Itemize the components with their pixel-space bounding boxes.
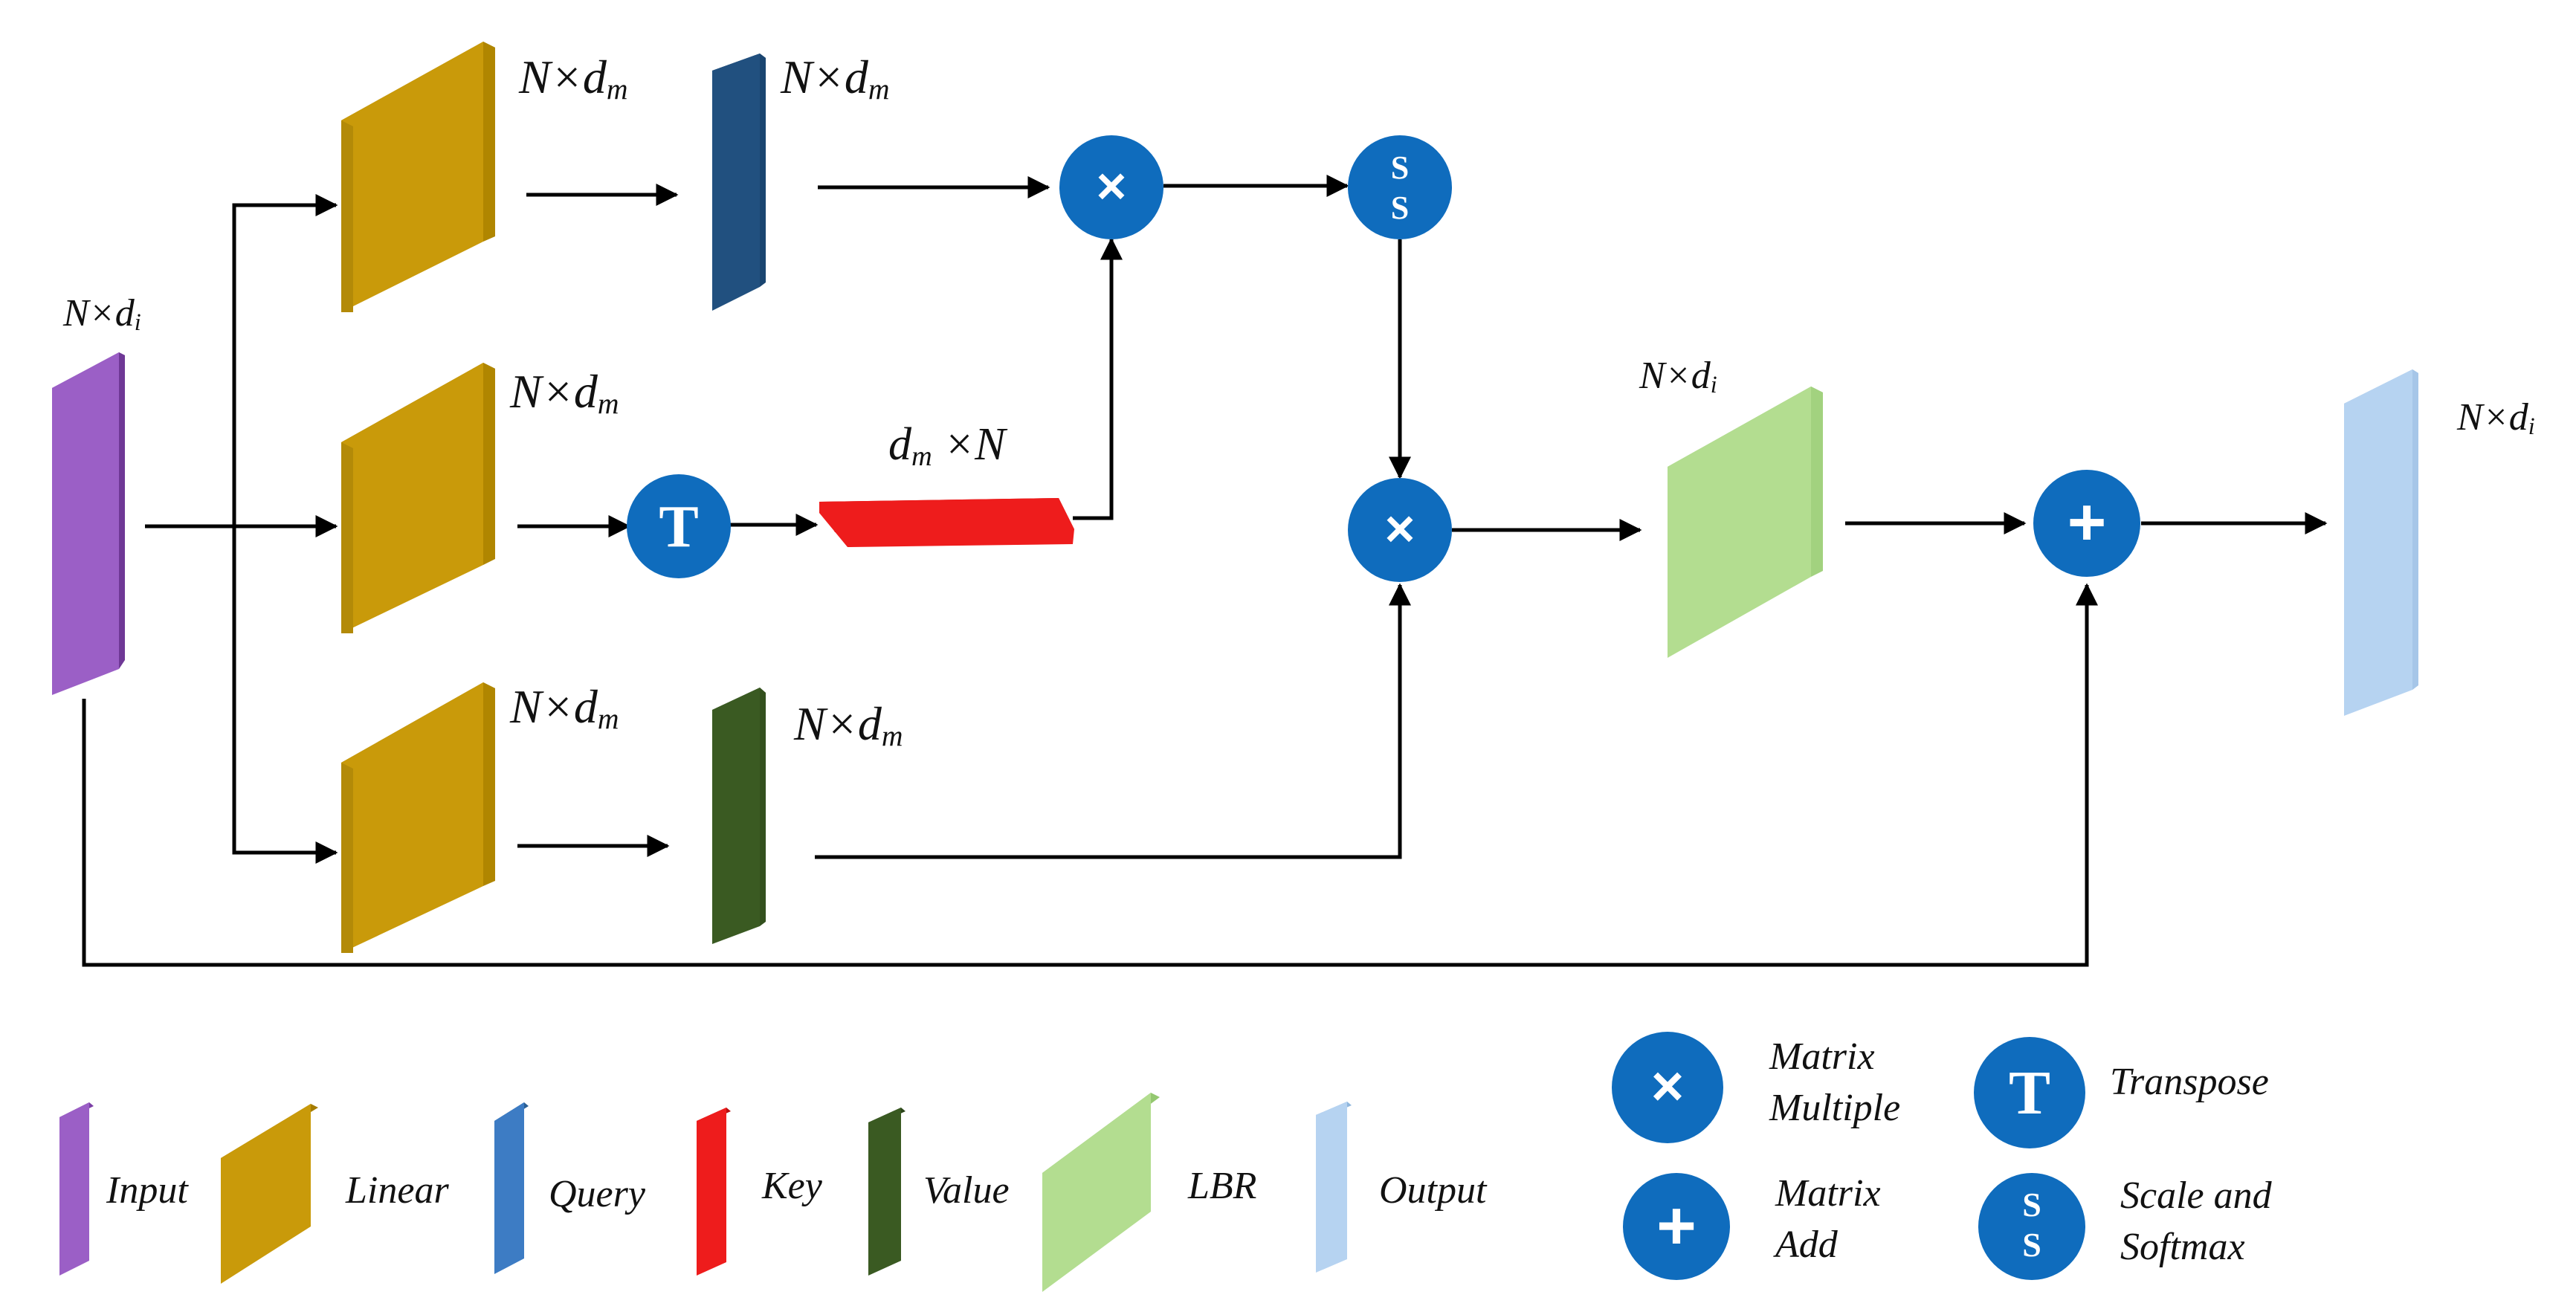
linear-v-block bbox=[341, 682, 495, 953]
scale-softmax-op: S S bbox=[1348, 135, 1452, 239]
output-dim-label: N×di bbox=[2456, 396, 2535, 439]
svg-text:S: S bbox=[2022, 1186, 2041, 1224]
matmul-symbol: × bbox=[1385, 500, 1415, 557]
legend-value-label: Value bbox=[923, 1169, 1010, 1212]
legend-add-icon: + bbox=[1623, 1173, 1730, 1280]
legend-input-swatch bbox=[59, 1102, 94, 1276]
arrow-key-to-matmul1 bbox=[1073, 237, 1123, 520]
legend-key-label: Key bbox=[761, 1165, 823, 1207]
arrow-value-to-matmul2 bbox=[815, 583, 1411, 859]
legend-scale-label-1: Scale and bbox=[2120, 1174, 2273, 1217]
linear-q-dim-label: N×dm bbox=[518, 51, 628, 106]
matmul-op-1: × bbox=[1059, 135, 1163, 239]
softmax-symbol: S bbox=[1391, 190, 1409, 226]
arrow-branch-to-linear-q bbox=[232, 194, 338, 526]
legend-lbr-label: LBR bbox=[1187, 1165, 1256, 1207]
svg-text:S: S bbox=[2022, 1226, 2041, 1264]
legend-query-swatch bbox=[494, 1102, 529, 1274]
matmul-symbol: × bbox=[1097, 157, 1127, 215]
add-symbol: + bbox=[2067, 485, 2107, 560]
legend-matmul-label-1: Matrix bbox=[1769, 1035, 1875, 1078]
value-dim-label: N×dm bbox=[793, 697, 903, 752]
linear-v-dim-label: N×dm bbox=[509, 680, 619, 735]
linear-k-dim-label: N×dm bbox=[509, 365, 619, 420]
legend-output-swatch bbox=[1316, 1102, 1352, 1273]
query-block bbox=[712, 54, 766, 311]
legend-transpose-label: Transpose bbox=[2110, 1061, 2269, 1103]
legend-input-label: Input bbox=[106, 1169, 189, 1212]
legend-linear-swatch bbox=[221, 1104, 318, 1284]
legend-matmul-label-2: Multiple bbox=[1769, 1087, 1900, 1129]
legend-lbr-swatch bbox=[1042, 1093, 1160, 1292]
matmul-op-2: × bbox=[1348, 478, 1452, 582]
legend-linear-label: Linear bbox=[345, 1169, 449, 1212]
linear-q-block bbox=[341, 42, 495, 312]
legend-query-label: Query bbox=[549, 1173, 646, 1215]
legend: Input Linear Query Key Value L bbox=[59, 1032, 2273, 1292]
input-block bbox=[52, 352, 125, 695]
transpose-op: T bbox=[627, 474, 731, 578]
legend-add-label-1: Matrix bbox=[1775, 1172, 1881, 1215]
query-dim-label: N×dm bbox=[780, 51, 890, 106]
key-block bbox=[819, 498, 1074, 547]
scale-symbol: S bbox=[1391, 149, 1409, 186]
legend-scale-softmax-icon: S S bbox=[1978, 1173, 2085, 1280]
add-op: + bbox=[2033, 470, 2140, 577]
input-dim-label: N×di bbox=[62, 292, 141, 335]
svg-text:×: × bbox=[1651, 1055, 1684, 1118]
lbr-dim-label: N×di bbox=[1639, 355, 1717, 398]
value-block bbox=[712, 688, 766, 944]
transpose-symbol: T bbox=[659, 494, 698, 560]
svg-text:T: T bbox=[2009, 1058, 2050, 1128]
legend-value-swatch bbox=[868, 1108, 906, 1276]
output-block bbox=[2344, 369, 2418, 716]
legend-transpose-icon: T bbox=[1974, 1037, 2085, 1148]
legend-output-label: Output bbox=[1379, 1169, 1488, 1212]
arrow-residual-to-add bbox=[82, 583, 2098, 967]
legend-key-swatch bbox=[697, 1108, 731, 1276]
lbr-block bbox=[1668, 387, 1823, 658]
legend-matmul-icon: × bbox=[1612, 1032, 1723, 1143]
key-dim-label: dm ×N bbox=[888, 419, 1008, 472]
legend-add-label-2: Add bbox=[1773, 1224, 1839, 1266]
linear-k-block bbox=[341, 363, 495, 633]
svg-text:+: + bbox=[1656, 1188, 1697, 1264]
legend-scale-label-2: Softmax bbox=[2120, 1226, 2245, 1268]
connection-lines bbox=[82, 175, 2328, 967]
arrow-branch-to-linear-v bbox=[232, 526, 338, 864]
